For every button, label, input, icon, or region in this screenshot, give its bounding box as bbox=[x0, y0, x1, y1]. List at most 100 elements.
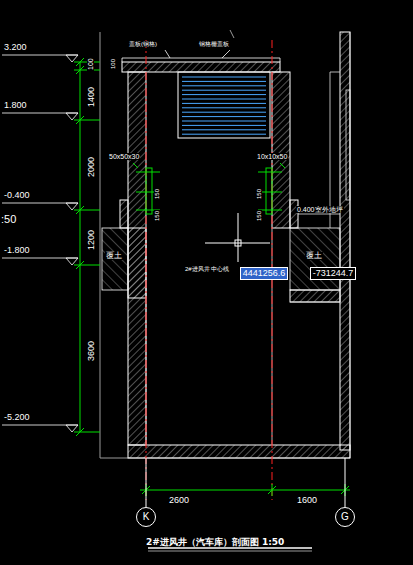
dimension: 1600 bbox=[296, 496, 318, 505]
drawing-stroke bbox=[133, 163, 138, 168]
drawing-stroke bbox=[235, 240, 241, 246]
drawing-stroke bbox=[345, 458, 346, 507]
dimension: 150 bbox=[256, 188, 262, 200]
elevation: -5.200 bbox=[3, 413, 31, 422]
drawing-stroke bbox=[146, 40, 147, 500]
drawing-stroke bbox=[148, 547, 312, 549]
drawing-stroke bbox=[182, 81, 266, 82]
drawing-stroke bbox=[272, 72, 290, 228]
drawing-stroke bbox=[182, 85, 266, 86]
vertical-dimensions bbox=[74, 58, 100, 436]
drawing-stroke bbox=[298, 214, 340, 215]
concrete-walls bbox=[120, 32, 350, 458]
drawing-stroke bbox=[66, 425, 78, 432]
drawing-stroke bbox=[76, 428, 84, 436]
drawing-stroke bbox=[76, 206, 84, 214]
drawing-stroke bbox=[74, 210, 100, 211]
dimension: 150 bbox=[154, 210, 160, 222]
drawing-stroke bbox=[280, 58, 281, 62]
louver bbox=[178, 72, 270, 138]
dimension: 2000 bbox=[87, 156, 96, 178]
drawing-stroke bbox=[102, 228, 128, 290]
drawing-stroke bbox=[165, 50, 170, 58]
drawing-stroke bbox=[182, 125, 266, 126]
drawing-stroke bbox=[178, 72, 270, 138]
node-text: -731244.7 bbox=[313, 269, 354, 278]
drawing-stroke bbox=[2, 55, 78, 432]
center-note: 2#进风井 中心线 bbox=[184, 266, 230, 272]
drawing-stroke bbox=[66, 258, 78, 265]
material-note: 钢格栅盖板 bbox=[198, 41, 230, 47]
coordinate-input: -731244.7 bbox=[310, 267, 357, 280]
drawing-stroke bbox=[66, 55, 78, 62]
elevation: 1.800 bbox=[3, 101, 28, 110]
drawing-stroke bbox=[290, 228, 340, 290]
drawing-stroke bbox=[238, 213, 239, 262]
drawing-stroke bbox=[66, 113, 78, 120]
drawing-stroke bbox=[182, 103, 266, 104]
scale-note: :50 bbox=[0, 214, 17, 225]
node-text: 4441256.6 bbox=[243, 269, 286, 278]
ground-level: 0.400室外地坪 bbox=[296, 206, 344, 213]
drawing-stroke bbox=[182, 107, 266, 108]
drawing-stroke bbox=[182, 134, 266, 135]
elevation: -0.400 bbox=[3, 191, 31, 200]
inner-lines bbox=[146, 72, 350, 445]
drawing-stroke bbox=[148, 551, 312, 552]
dimension: 150 bbox=[256, 210, 262, 222]
drawing-stroke bbox=[280, 163, 285, 168]
drawing-stroke bbox=[330, 72, 331, 228]
dimension: 150 bbox=[154, 188, 160, 200]
drawing-stroke bbox=[222, 50, 230, 58]
drawing-stroke bbox=[128, 445, 350, 458]
drawing-stroke bbox=[146, 458, 147, 507]
frame-lines bbox=[100, 30, 350, 458]
drawing-stroke bbox=[74, 432, 100, 433]
node-text: K bbox=[143, 512, 150, 522]
drawing-stroke bbox=[182, 77, 266, 134]
drawing-stroke bbox=[258, 172, 282, 173]
coordinate-input: 4441256.6 bbox=[240, 267, 289, 280]
drawing-title: 2#进风井（汽车库）剖面图 1:50 bbox=[146, 536, 284, 549]
drawing-stroke bbox=[340, 32, 350, 450]
drawing-stroke bbox=[2, 113, 78, 114]
dimension: 2600 bbox=[168, 496, 190, 505]
node-text: G bbox=[341, 512, 349, 522]
drawing-stroke bbox=[76, 261, 84, 269]
dimension: 1200 bbox=[87, 229, 96, 251]
drawing-stroke bbox=[74, 120, 100, 121]
soil-label: 覆土 bbox=[105, 252, 123, 260]
drawing-stroke bbox=[2, 425, 78, 426]
drawing-stroke bbox=[76, 58, 84, 436]
drawing-stroke bbox=[346, 90, 350, 200]
steel-note: 10x10x50 bbox=[256, 153, 288, 160]
dimension: 1400 bbox=[87, 86, 96, 108]
dimension: 100 bbox=[87, 57, 94, 71]
steel-brackets bbox=[133, 163, 285, 214]
drawing-stroke bbox=[230, 30, 234, 38]
drawing-stroke bbox=[2, 203, 78, 204]
drawing-stroke bbox=[182, 116, 266, 117]
drawing-stroke bbox=[122, 58, 123, 62]
soil-fill bbox=[102, 228, 340, 290]
drawing-stroke bbox=[182, 90, 266, 91]
drawing-stroke bbox=[76, 116, 84, 124]
material-note: 盖板(钢格) bbox=[128, 41, 158, 47]
drawing-stroke bbox=[290, 302, 340, 303]
elevation-marks bbox=[2, 55, 78, 432]
drawing-stroke bbox=[182, 77, 266, 78]
drawing-stroke bbox=[128, 228, 146, 298]
drawing-stroke bbox=[182, 121, 266, 122]
drawing-stroke bbox=[266, 168, 272, 214]
drawing-stroke bbox=[290, 200, 298, 228]
drawing-stroke bbox=[140, 490, 350, 491]
drawing-stroke bbox=[136, 172, 160, 173]
drawing-stroke bbox=[182, 129, 266, 130]
drawing-stroke bbox=[100, 32, 101, 458]
drawing-stroke bbox=[128, 72, 146, 445]
horizontal-dimensions bbox=[140, 458, 350, 507]
elevation: -1.800 bbox=[3, 246, 31, 255]
drawing-stroke bbox=[74, 265, 100, 266]
drawing-stroke bbox=[290, 290, 340, 302]
